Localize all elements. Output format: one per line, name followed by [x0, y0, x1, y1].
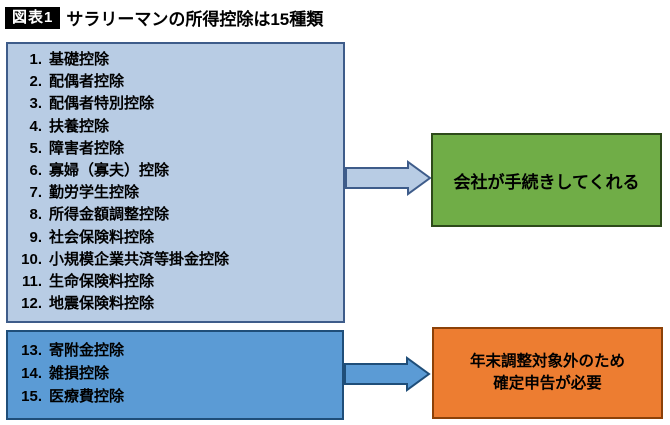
company-handles-result-box: 会社が手続きしてくれる — [431, 133, 662, 227]
company-handles-result-text: 会社が手続きしてくれる — [453, 172, 640, 192]
deduction-number: 15. — [21, 388, 42, 405]
deduction-item: 10. 小規模企業共済等掛金控除 — [14, 249, 337, 271]
deduction-number: 4. — [29, 117, 42, 135]
arrow-to-company-result-icon — [345, 160, 432, 196]
deduction-item: 8. 所得金額調整控除 — [14, 204, 337, 226]
deduction-item: 13. 寄附金控除 — [14, 339, 336, 362]
deduction-number: 6. — [29, 162, 42, 180]
deduction-item: 1. 基礎控除 — [14, 49, 337, 71]
deduction-number: 8. — [29, 206, 42, 224]
deduction-label: 配偶者特別控除 — [49, 95, 155, 113]
deduction-number: 3. — [29, 95, 42, 113]
deduction-item: 2. 配偶者控除 — [14, 71, 337, 93]
self-filed-deductions-box: 13. 寄附金控除 14. 雑損控除 15. 医療費控除 — [6, 330, 344, 420]
deduction-item: 12. 地震保険料控除 — [14, 293, 337, 315]
deduction-label: 勤労学生控除 — [49, 184, 140, 202]
deduction-item: 15. 医療費控除 — [14, 385, 336, 408]
deduction-number: 14. — [21, 365, 42, 382]
deduction-label: 雑損控除 — [49, 365, 110, 382]
deduction-number: 10. — [21, 250, 42, 268]
deduction-label: 医療費控除 — [49, 388, 125, 405]
deduction-label: 生命保険料控除 — [49, 273, 155, 291]
deduction-label: 配偶者控除 — [49, 73, 125, 91]
company-handled-deductions-box: 1. 基礎控除 2. 配偶者控除 3. 配偶者特別控除 4. 扶養控除 5. 障… — [6, 42, 345, 323]
deduction-item: 4. 扶養控除 — [14, 116, 337, 138]
self-file-result-box: 年末調整対象外のため 確定申告が必要 — [432, 327, 663, 419]
deduction-label: 寄附金控除 — [49, 342, 125, 359]
deduction-number: 1. — [29, 51, 42, 68]
deduction-item: 9. 社会保険料控除 — [14, 227, 337, 249]
self-file-result-line1: 年末調整対象外のため — [469, 353, 625, 370]
deduction-label: 基礎控除 — [49, 51, 110, 68]
deduction-number: 9. — [29, 228, 42, 246]
deduction-item: 14. 雑損控除 — [14, 362, 336, 385]
deduction-item: 5. 障害者控除 — [14, 138, 337, 160]
deduction-item: 7. 勤労学生控除 — [14, 182, 337, 204]
deduction-item: 6. 寡婦（寡夫）控除 — [14, 160, 337, 182]
figure-header: 図表1 サラリーマンの所得控除は15種類 — [5, 5, 323, 30]
arrow-to-selffile-result-icon — [344, 356, 431, 392]
figure-number-badge: 図表1 — [5, 6, 61, 29]
deduction-number: 7. — [29, 184, 42, 202]
deduction-label: 地震保険料控除 — [49, 295, 155, 313]
deduction-label: 障害者控除 — [49, 139, 125, 157]
deduction-label: 寡婦（寡夫）控除 — [49, 162, 170, 180]
deduction-number: 13. — [21, 342, 42, 359]
self-filed-deductions-list: 13. 寄附金控除 14. 雑損控除 15. 医療費控除 — [8, 332, 342, 408]
deduction-item: 3. 配偶者特別控除 — [14, 93, 337, 115]
deduction-number: 12. — [21, 295, 42, 313]
deduction-label: 所得金額調整控除 — [49, 206, 170, 224]
deduction-label: 扶養控除 — [49, 117, 110, 135]
self-file-result-line2: 確定申告が必要 — [493, 375, 602, 392]
deduction-label: 社会保険料控除 — [49, 228, 155, 246]
deduction-label: 小規模企業共済等掛金控除 — [49, 250, 230, 268]
deduction-number: 2. — [29, 73, 42, 91]
company-handled-deductions-list: 1. 基礎控除 2. 配偶者控除 3. 配偶者特別控除 4. 扶養控除 5. 障… — [8, 44, 343, 315]
deduction-number: 11. — [21, 273, 42, 291]
figure-title: サラリーマンの所得控除は15種類 — [66, 10, 324, 29]
deduction-item: 11. 生命保険料控除 — [14, 271, 337, 293]
deduction-number: 5. — [29, 139, 42, 157]
